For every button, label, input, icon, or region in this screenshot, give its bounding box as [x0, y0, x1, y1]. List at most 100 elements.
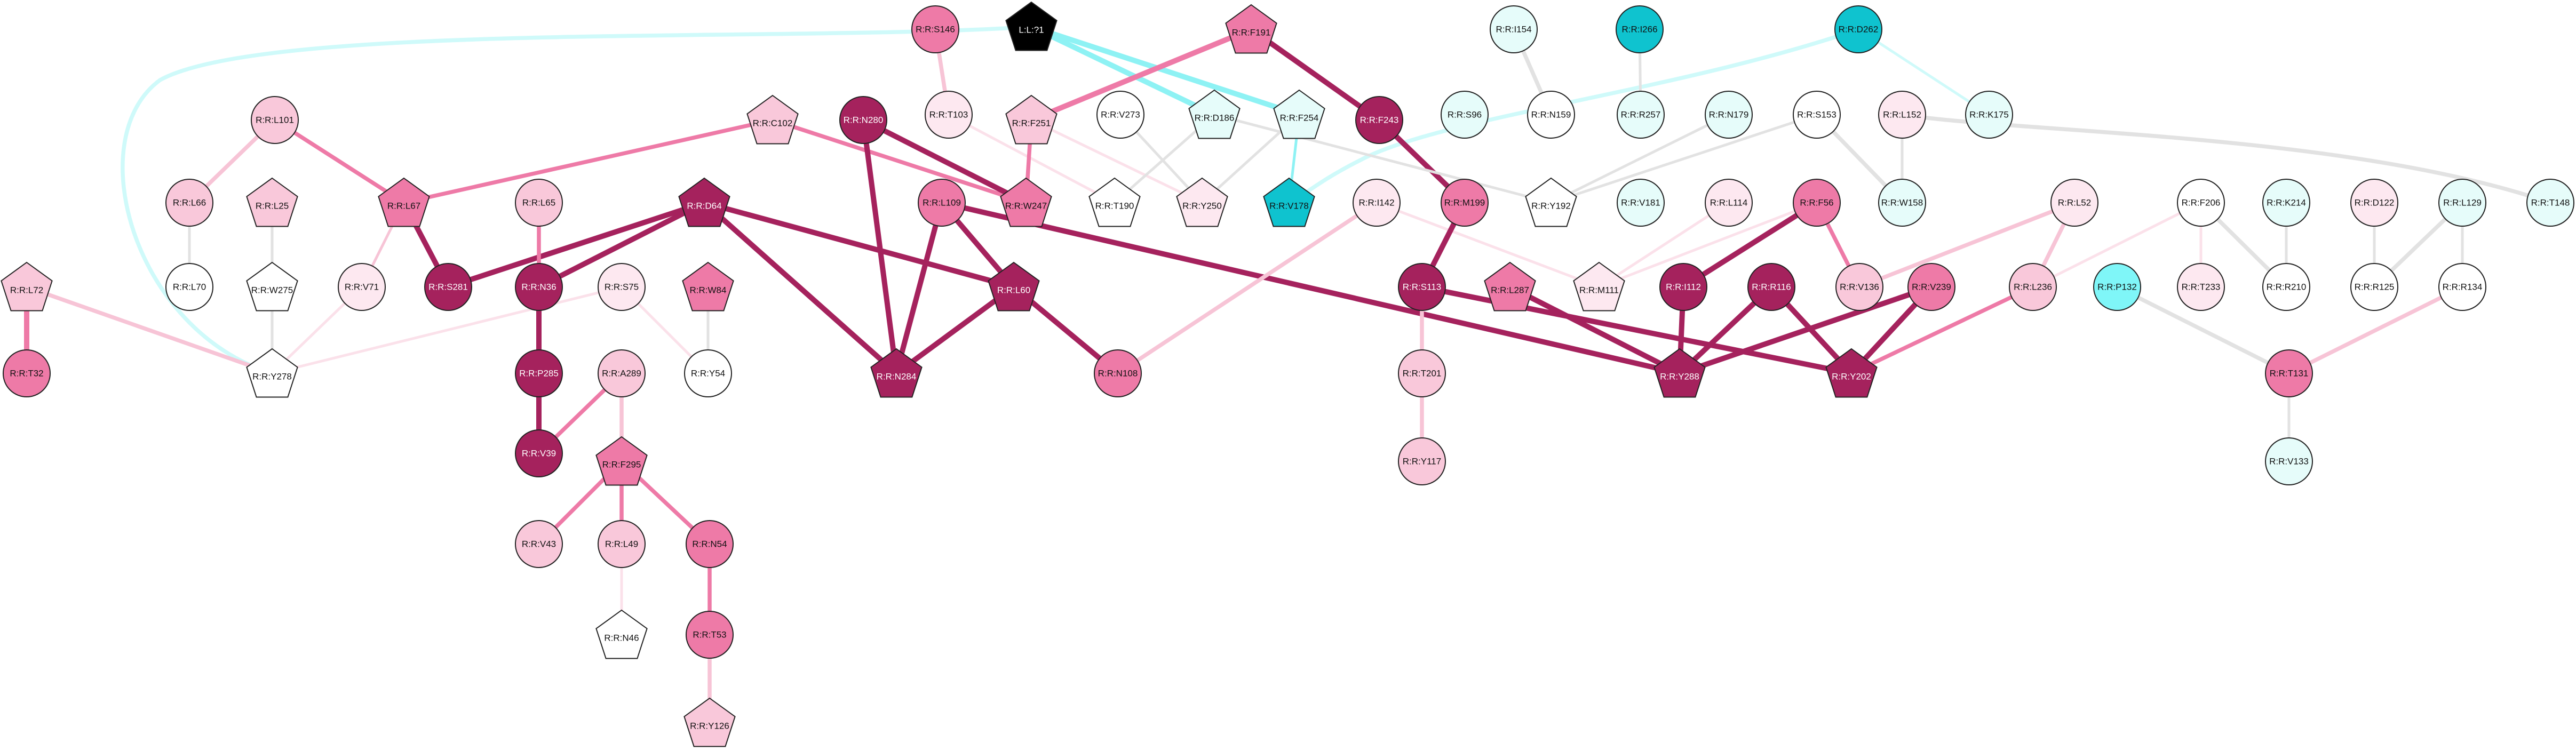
- node-t148[interactable]: R:R:T148: [2526, 179, 2574, 227]
- circle-node-shape: [1705, 91, 1753, 139]
- node-v136[interactable]: R:R:V136: [1835, 263, 1883, 311]
- node-l67[interactable]: R:R:L67: [378, 177, 430, 227]
- node-r116[interactable]: R:R:R116: [1747, 263, 1795, 311]
- node-r134[interactable]: R:R:R134: [2438, 263, 2486, 311]
- node-y202[interactable]: R:R:Y202: [1825, 348, 1878, 398]
- node-d122[interactable]: R:R:D122: [2350, 179, 2398, 227]
- node-l109[interactable]: R:R:L109: [918, 179, 966, 227]
- node-y117[interactable]: R:R:Y117: [1398, 437, 1446, 485]
- node-t201[interactable]: R:R:T201: [1398, 349, 1446, 397]
- node-v273[interactable]: R:R:V273: [1096, 91, 1144, 139]
- node-s146[interactable]: R:R:S146: [911, 5, 959, 53]
- node-l52[interactable]: R:R:L52: [2050, 179, 2098, 227]
- circle-node-shape: [515, 429, 563, 477]
- node-n54[interactable]: R:R:N54: [686, 520, 734, 568]
- node-m111[interactable]: R:R:M111: [1573, 261, 1625, 311]
- node-m199[interactable]: R:R:M199: [1441, 179, 1489, 227]
- node-s281[interactable]: R:R:S281: [424, 263, 472, 311]
- pentagon-node-shape: [870, 348, 923, 398]
- node-f251[interactable]: R:R:F251: [1005, 94, 1058, 145]
- node-y54[interactable]: R:R:Y54: [684, 349, 732, 397]
- node-s113[interactable]: R:R:S113: [1398, 263, 1446, 311]
- node-f254[interactable]: R:R:F254: [1273, 89, 1325, 139]
- node-t32[interactable]: R:R:T32: [3, 349, 51, 397]
- node-y126[interactable]: R:R:Y126: [683, 697, 736, 747]
- node-l49[interactable]: R:R:L49: [598, 520, 646, 568]
- node-v43[interactable]: R:R:V43: [515, 520, 563, 568]
- node-k175[interactable]: R:R:K175: [1965, 91, 2013, 139]
- node-d262[interactable]: R:R:D262: [1834, 5, 1882, 53]
- node-d186[interactable]: R:R:D186: [1188, 89, 1241, 139]
- circle-node-shape: [2093, 263, 2141, 311]
- node-w158[interactable]: R:R:W158: [1878, 179, 1926, 227]
- node-k214[interactable]: R:R:K214: [2262, 179, 2310, 227]
- node-n284[interactable]: R:R:N284: [870, 348, 923, 398]
- node-l60[interactable]: R:R:L60: [988, 261, 1040, 311]
- node-label: R:R:L67: [387, 201, 420, 211]
- node-l101[interactable]: R:R:L101: [251, 96, 299, 144]
- node-t53[interactable]: R:R:T53: [686, 611, 734, 659]
- node-t103[interactable]: R:R:T103: [925, 91, 973, 139]
- node-t233[interactable]: R:R:T233: [2177, 263, 2225, 311]
- edge-t103-t190: [947, 113, 1116, 204]
- node-v39[interactable]: R:R:V39: [515, 429, 563, 477]
- node-t131[interactable]: R:R:T131: [2265, 349, 2313, 397]
- node-w84[interactable]: R:R:W84: [682, 261, 734, 311]
- node-f206[interactable]: R:R:F206: [2177, 179, 2225, 227]
- node-t190[interactable]: R:R:T190: [1088, 177, 1141, 227]
- node-d64[interactable]: R:R:D64: [678, 177, 730, 227]
- node-f56[interactable]: R:R:F56: [1793, 179, 1841, 227]
- edge-l287-y288: [1507, 284, 1682, 376]
- node-i154[interactable]: R:R:I154: [1490, 5, 1538, 53]
- node-v181[interactable]: R:R:V181: [1617, 179, 1665, 227]
- node-a289[interactable]: R:R:A289: [598, 349, 646, 397]
- node-l65[interactable]: R:R:L65: [515, 179, 563, 227]
- node-p285[interactable]: R:R:P285: [515, 349, 563, 397]
- node-f243[interactable]: R:R:F243: [1355, 96, 1403, 144]
- node-n108[interactable]: R:R:N108: [1094, 349, 1142, 397]
- node-n179[interactable]: R:R:N179: [1705, 91, 1753, 139]
- node-l152[interactable]: R:R:L152: [1878, 91, 1926, 139]
- node-label: R:R:Y250: [1182, 201, 1222, 211]
- node-v239[interactable]: R:R:V239: [1907, 263, 1955, 311]
- node-y250[interactable]: R:R:Y250: [1176, 177, 1228, 227]
- node-n159[interactable]: R:R:N159: [1527, 91, 1575, 139]
- node-c102[interactable]: R:R:C102: [746, 94, 799, 145]
- node-i112[interactable]: R:R:I112: [1659, 263, 1707, 311]
- node-i266[interactable]: R:R:I266: [1616, 5, 1664, 53]
- node-l25[interactable]: R:R:L25: [246, 177, 298, 227]
- node-s75[interactable]: R:R:S75: [598, 263, 646, 311]
- node-r257[interactable]: R:R:R257: [1617, 91, 1665, 139]
- node-p132[interactable]: R:R:P132: [2093, 263, 2141, 311]
- node-l71[interactable]: L:L:?1: [1005, 1, 1058, 51]
- node-n36[interactable]: R:R:N36: [515, 263, 563, 311]
- node-l70[interactable]: R:R:L70: [165, 263, 213, 311]
- node-i142[interactable]: R:R:I142: [1353, 179, 1401, 227]
- node-y278[interactable]: R:R:Y278: [246, 348, 298, 398]
- node-l66[interactable]: R:R:L66: [165, 179, 213, 227]
- node-s153[interactable]: R:R:S153: [1793, 91, 1841, 139]
- node-r125[interactable]: R:R:R125: [2350, 263, 2398, 311]
- node-f191[interactable]: R:R:F191: [1225, 4, 1277, 54]
- node-w247[interactable]: R:R:W247: [1000, 177, 1052, 227]
- node-n280[interactable]: R:R:N280: [839, 96, 887, 144]
- node-s96[interactable]: R:R:S96: [1441, 91, 1489, 139]
- node-v178[interactable]: R:R:V178: [1263, 177, 1315, 227]
- node-l287[interactable]: R:R:L287: [1484, 261, 1536, 311]
- edge-p132-t131: [2115, 285, 2291, 375]
- node-l129[interactable]: R:R:L129: [2438, 179, 2486, 227]
- node-n46[interactable]: R:R:N46: [595, 609, 648, 659]
- node-l114[interactable]: R:R:L114: [1705, 179, 1753, 227]
- node-l236[interactable]: R:R:L236: [2009, 263, 2057, 311]
- pentagon-node-shape: [1525, 177, 1577, 227]
- node-f295[interactable]: R:R:F295: [595, 436, 648, 486]
- node-v133[interactable]: R:R:V133: [2265, 437, 2313, 485]
- pentagon-node-shape: [246, 348, 298, 398]
- node-y192[interactable]: R:R:Y192: [1525, 177, 1577, 227]
- node-r210[interactable]: R:R:R210: [2262, 263, 2310, 311]
- node-l72[interactable]: R:R:L72: [1, 261, 53, 311]
- node-w275[interactable]: R:R:W275: [246, 261, 298, 311]
- node-v71[interactable]: R:R:V71: [338, 263, 386, 311]
- node-y288[interactable]: R:R:Y288: [1653, 348, 1706, 398]
